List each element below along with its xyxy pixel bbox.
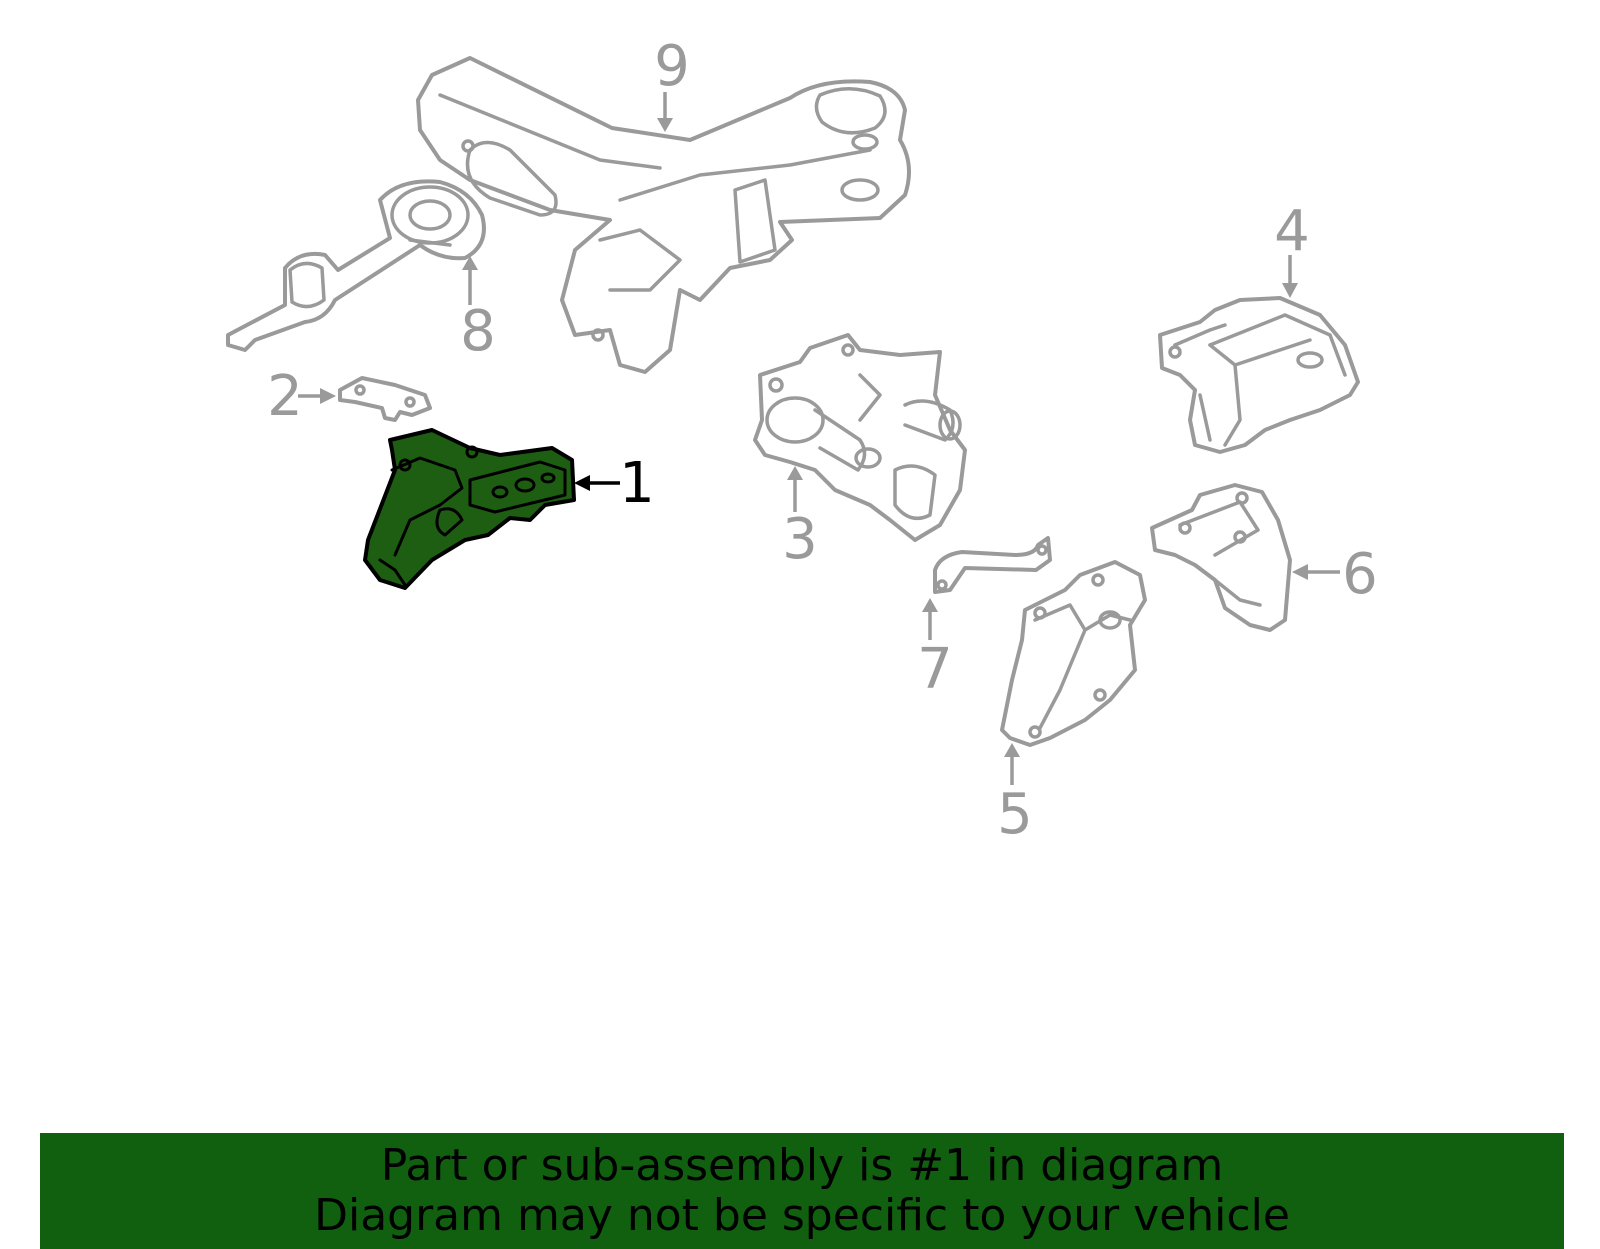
- callout-6: 6: [1342, 542, 1378, 607]
- leader-arrow-3: [787, 466, 803, 512]
- callout-9: 9: [654, 34, 690, 99]
- part-6-bracket[interactable]: [1150, 483, 1292, 632]
- part-3-housing-bracket[interactable]: [753, 333, 967, 542]
- part-5-bracket[interactable]: [1000, 560, 1147, 747]
- part-1-transmission-mount[interactable]: [363, 428, 576, 590]
- parts-diagram: 9 8 2 1 3 4 6 7 5: [226, 34, 1378, 847]
- info-banner: Part or sub-assembly is #1 in diagram Di…: [40, 1133, 1564, 1249]
- callout-7: 7: [917, 637, 953, 702]
- part-8-torque-rod[interactable]: [226, 179, 486, 352]
- callout-1: 1: [619, 451, 655, 516]
- callout-4: 4: [1274, 199, 1310, 264]
- leader-arrow-4: [1282, 255, 1298, 298]
- leader-arrow-1: [574, 475, 620, 491]
- part-9-subframe[interactable]: [416, 56, 911, 374]
- part-7-rod[interactable]: [933, 536, 1052, 594]
- leader-arrow-6: [1292, 564, 1340, 580]
- part-2-bracket[interactable]: [338, 376, 432, 422]
- leader-arrow-9: [657, 92, 673, 132]
- banner-line-disclaimer: Diagram may not be specific to your vehi…: [314, 1190, 1290, 1241]
- callout-2: 2: [267, 364, 303, 429]
- banner-line-highlighted-part: Part or sub-assembly is #1 in diagram: [380, 1140, 1224, 1191]
- leader-arrow-2: [298, 388, 336, 404]
- leader-arrow-5: [1004, 743, 1020, 785]
- callout-3: 3: [782, 507, 818, 572]
- leader-arrow-8: [462, 256, 478, 305]
- callout-5: 5: [997, 782, 1033, 847]
- leader-arrow-7: [922, 598, 938, 640]
- callout-8: 8: [460, 299, 496, 364]
- part-4-engine-mount[interactable]: [1158, 296, 1360, 454]
